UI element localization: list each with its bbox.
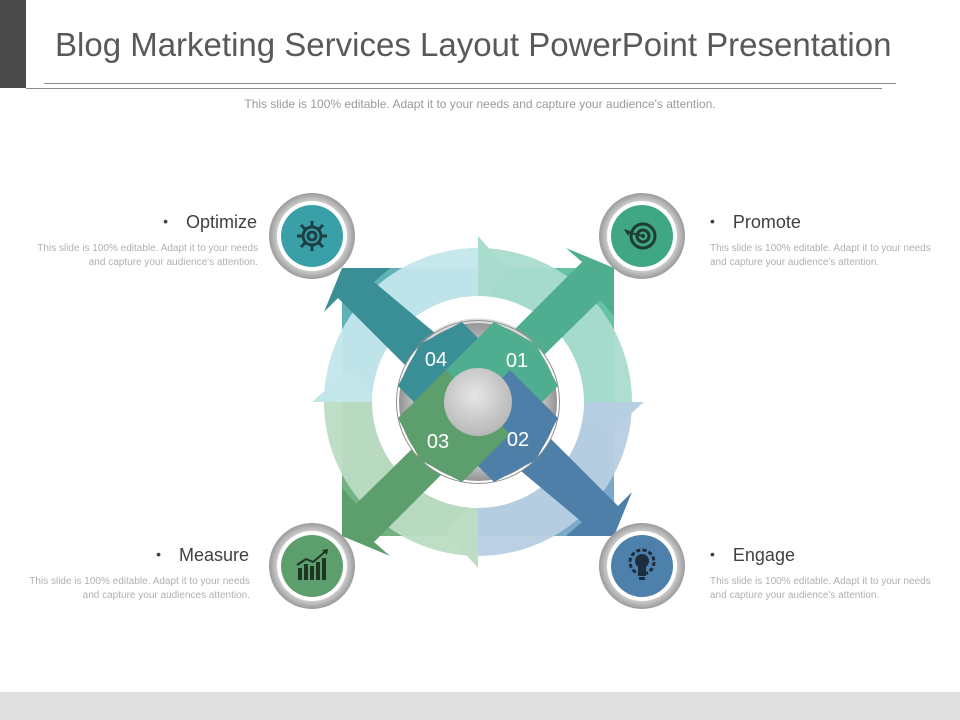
title-divider: [44, 83, 896, 84]
step-description-measure: This slide is 100% editable. Adapt it to…: [29, 576, 250, 601]
step-label-optimize: •Optimize: [163, 212, 257, 232]
step-number-03: 03: [427, 431, 449, 453]
footer-bar: [0, 692, 960, 720]
step-number-01: 01: [506, 350, 528, 372]
step-label-measure: •Measure: [156, 545, 249, 565]
icon-badge-engage: [599, 523, 685, 609]
title-divider-lower: [26, 88, 882, 89]
bar-chart-icon: [296, 549, 328, 580]
step-number-04: 04: [425, 349, 447, 371]
page-title: Blog Marketing Services Layout PowerPoin…: [55, 26, 892, 63]
target-icon: [624, 222, 657, 250]
page-subtitle: This slide is 100% editable. Adapt it to…: [244, 97, 716, 111]
step-label-promote: •Promote: [710, 212, 801, 232]
step-label-engage: •Engage: [710, 545, 795, 565]
step-description-engage: This slide is 100% editable. Adapt it to…: [710, 576, 931, 601]
step-description-promote: This slide is 100% editable. Adapt it to…: [710, 243, 931, 268]
icon-badge-promote: [599, 193, 685, 279]
accent-bar: [0, 0, 26, 88]
icon-badge-optimize: [269, 193, 355, 279]
lightbulb-icon: [628, 548, 656, 580]
gear-icon: [297, 221, 327, 251]
step-description-optimize: This slide is 100% editable. Adapt it to…: [37, 243, 258, 268]
icon-badge-measure: [269, 523, 355, 609]
step-number-02: 02: [507, 429, 529, 451]
center-hub: 01 02 03 04: [396, 318, 560, 484]
